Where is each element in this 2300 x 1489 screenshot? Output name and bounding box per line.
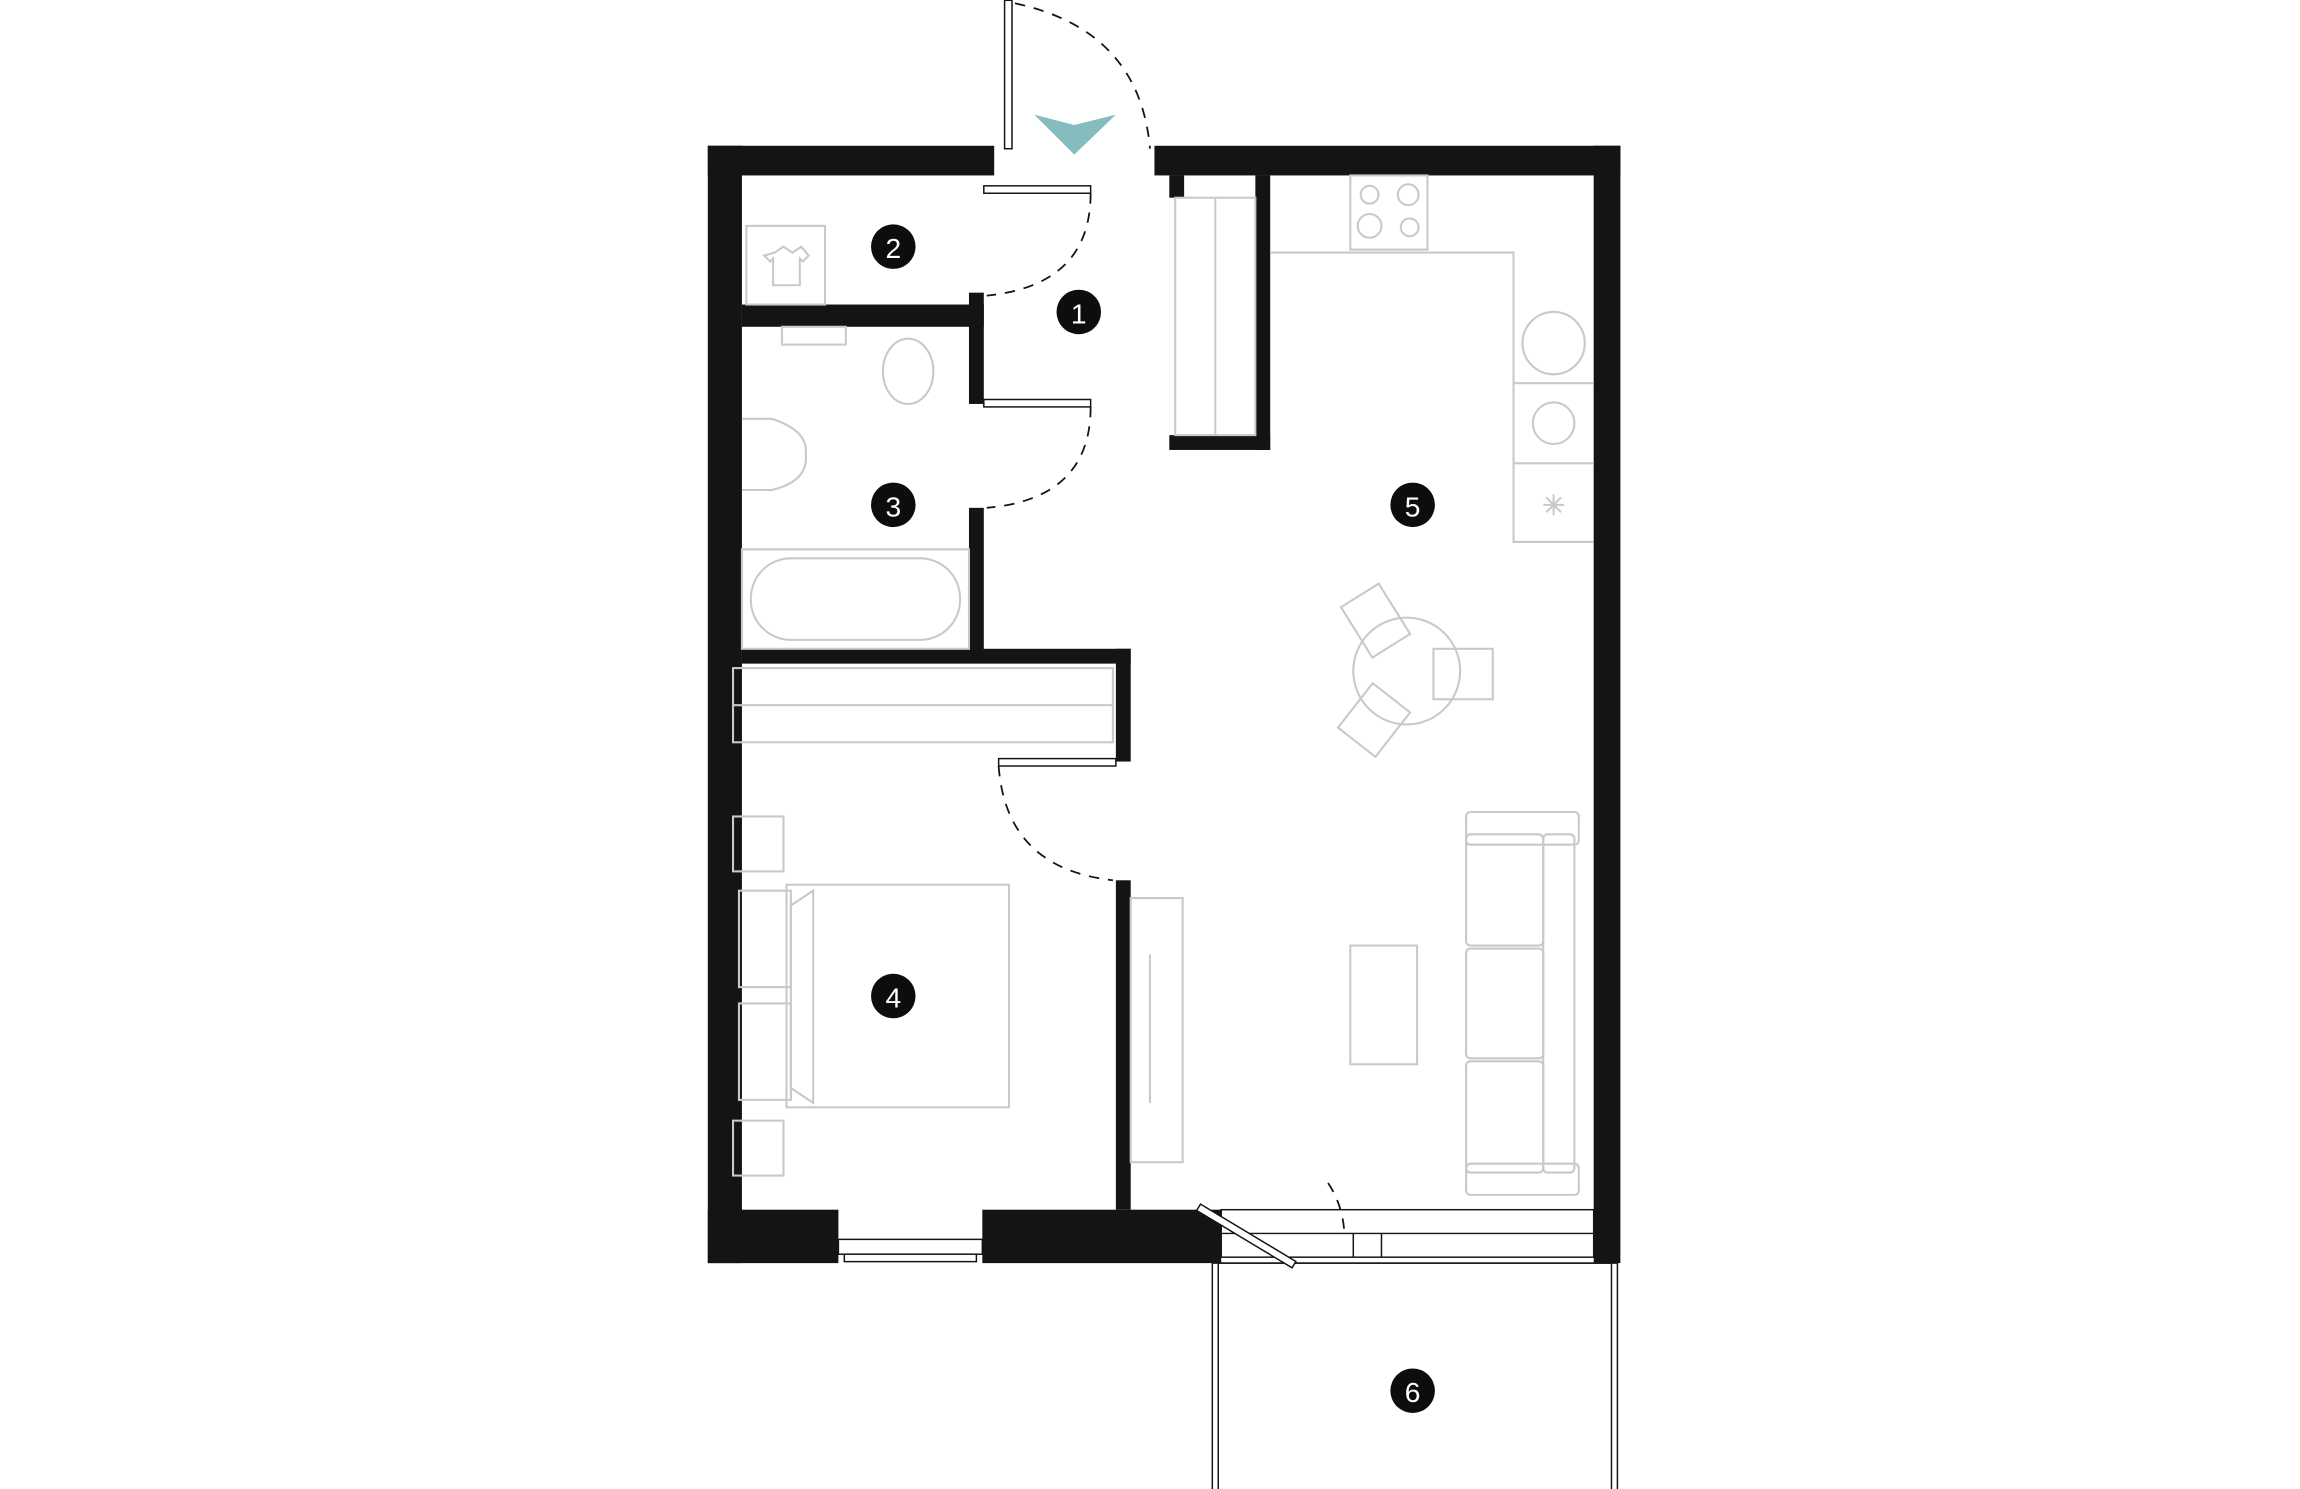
- interior-walls: [741, 175, 1271, 1210]
- wardrobe-door: [983, 185, 1092, 297]
- balcony-door-window: [1195, 1182, 1595, 1269]
- svg-text:6: 6: [1405, 1376, 1421, 1408]
- room-label-6: 6: [1390, 1368, 1435, 1413]
- furniture: [731, 174, 1594, 1196]
- room-label-1: 1: [1056, 289, 1102, 335]
- entrance-door: [1003, 0, 1151, 155]
- entrance-arrow-icon: [1034, 114, 1116, 155]
- balcony: [1211, 1262, 1619, 1489]
- room-label-5: 5: [1390, 482, 1435, 528]
- svg-text:1: 1: [1071, 297, 1087, 329]
- room-label-4: 4: [871, 973, 916, 1019]
- room-label-2: 2: [871, 224, 916, 269]
- bathroom-door: [983, 398, 1092, 509]
- svg-text:2: 2: [885, 232, 901, 264]
- outer-walls: [707, 145, 1621, 1264]
- svg-text:3: 3: [885, 490, 901, 522]
- bedroom-door: [997, 757, 1117, 882]
- room-label-3: 3: [871, 482, 916, 528]
- svg-text:5: 5: [1405, 490, 1421, 522]
- bedroom-window: [837, 1238, 984, 1263]
- svg-text:4: 4: [885, 982, 901, 1014]
